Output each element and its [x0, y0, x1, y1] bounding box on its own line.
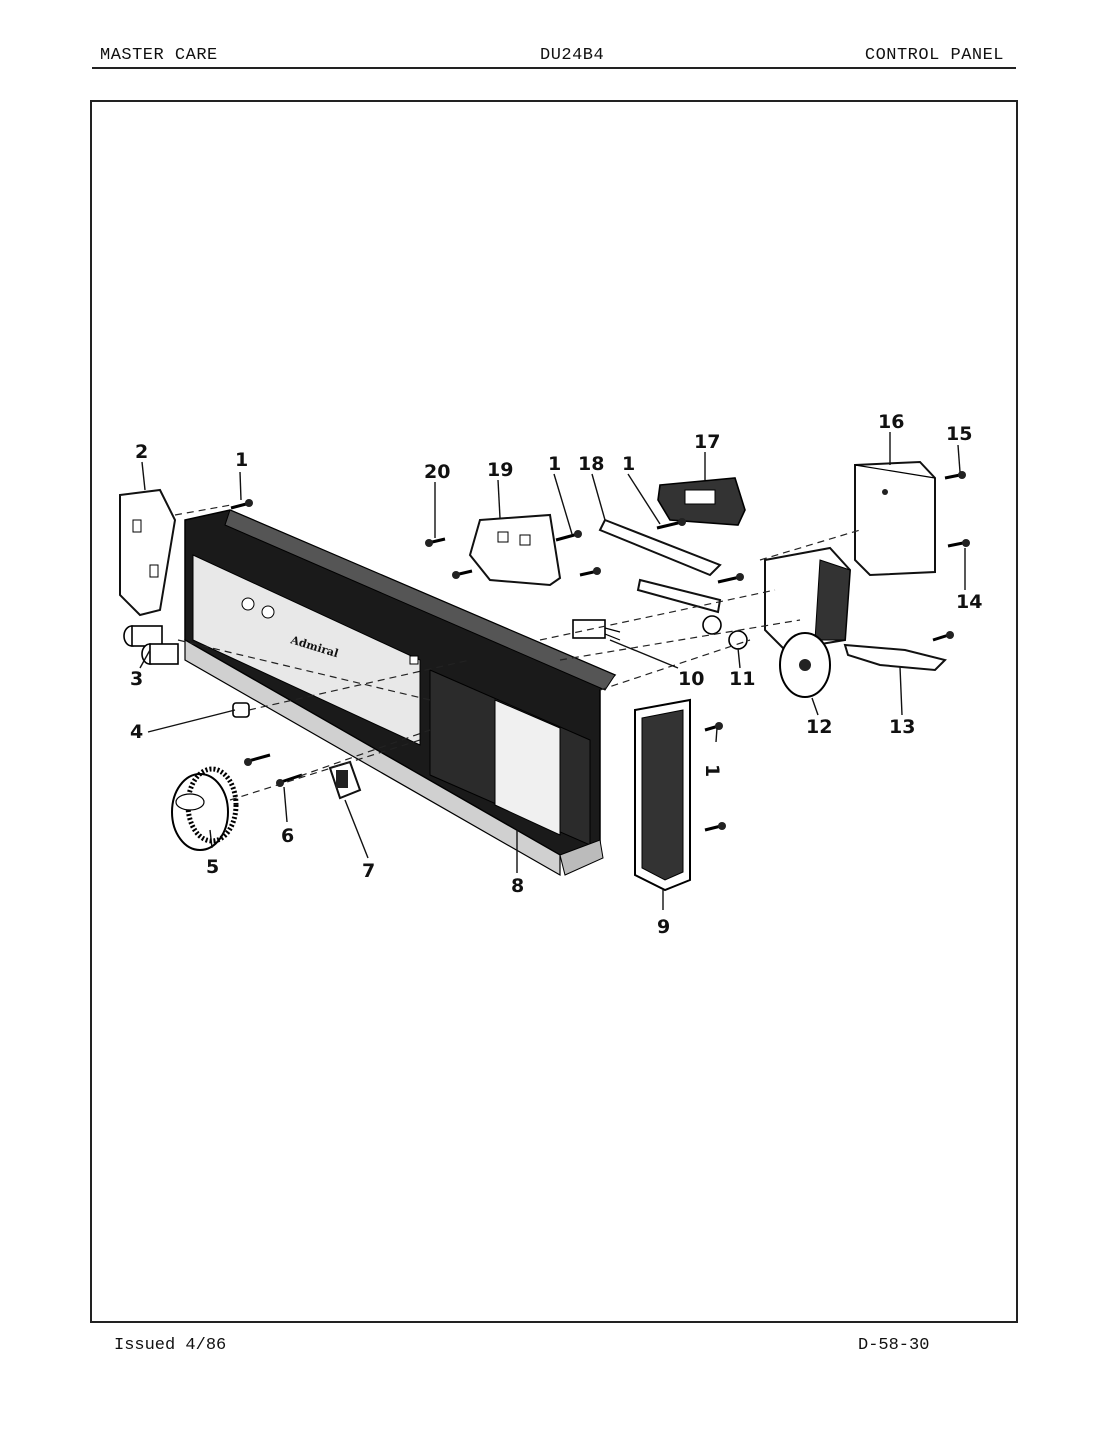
callout-13: 13 [889, 716, 915, 738]
left-end-cap-part [119, 488, 177, 617]
callout-12: 12 [806, 716, 832, 738]
callout-10: 10 [678, 668, 704, 690]
callout-1-upper-right: 1 [622, 453, 635, 475]
control-panel-part: Admiral [184, 509, 617, 877]
bushing-part [702, 615, 748, 650]
callout-labels: 2 1 3 4 5 6 7 8 9 10 11 12 13 14 15 16 1… [130, 411, 982, 938]
callout-9: 9 [657, 916, 670, 938]
trim-strip-part [634, 698, 691, 892]
footer-issue-date: Issued 4/86 [114, 1336, 227, 1355]
callout-14: 14 [956, 591, 982, 613]
assembly-lines [174, 504, 861, 801]
mounting-bracket-part [468, 513, 562, 587]
header-rule [92, 67, 1016, 69]
callout-16: 16 [878, 411, 904, 433]
rocker-switch-part [328, 760, 362, 800]
callout-2: 2 [135, 441, 148, 463]
header-section-title: CONTROL PANEL [864, 46, 1004, 65]
callout-3: 3 [130, 668, 143, 690]
callout-8: 8 [511, 875, 524, 897]
plug-part [232, 702, 250, 718]
timer-part [764, 546, 852, 698]
cylinder-part [123, 625, 179, 665]
latch-part [598, 518, 722, 614]
callout-19: 19 [487, 459, 513, 481]
screw-parts [230, 471, 970, 832]
leader-lines [139, 432, 966, 910]
connector-part [572, 619, 621, 641]
callout-4: 4 [130, 721, 143, 743]
footer-page-code: D-58-30 [858, 1336, 930, 1355]
header-model-family: MASTER CARE [100, 46, 218, 65]
bracket-part [843, 643, 947, 672]
timer-cover-part [854, 460, 936, 577]
header-model-number: DU24B4 [540, 46, 605, 65]
callout-17: 17 [694, 431, 720, 453]
callout-7: 7 [362, 860, 375, 882]
callout-1-trim: 1 [701, 764, 723, 777]
callout-5: 5 [206, 856, 219, 878]
callout-20: 20 [424, 461, 450, 483]
callout-15: 15 [946, 423, 972, 445]
switch-block-part [657, 477, 746, 526]
callout-1: 1 [235, 449, 248, 471]
callout-1-upper-mid: 1 [548, 453, 561, 475]
callout-11: 11 [729, 668, 755, 690]
callout-6: 6 [281, 825, 294, 847]
timer-knob-part [171, 766, 239, 851]
callout-18: 18 [578, 453, 604, 475]
diagram-frame [90, 100, 1018, 1323]
